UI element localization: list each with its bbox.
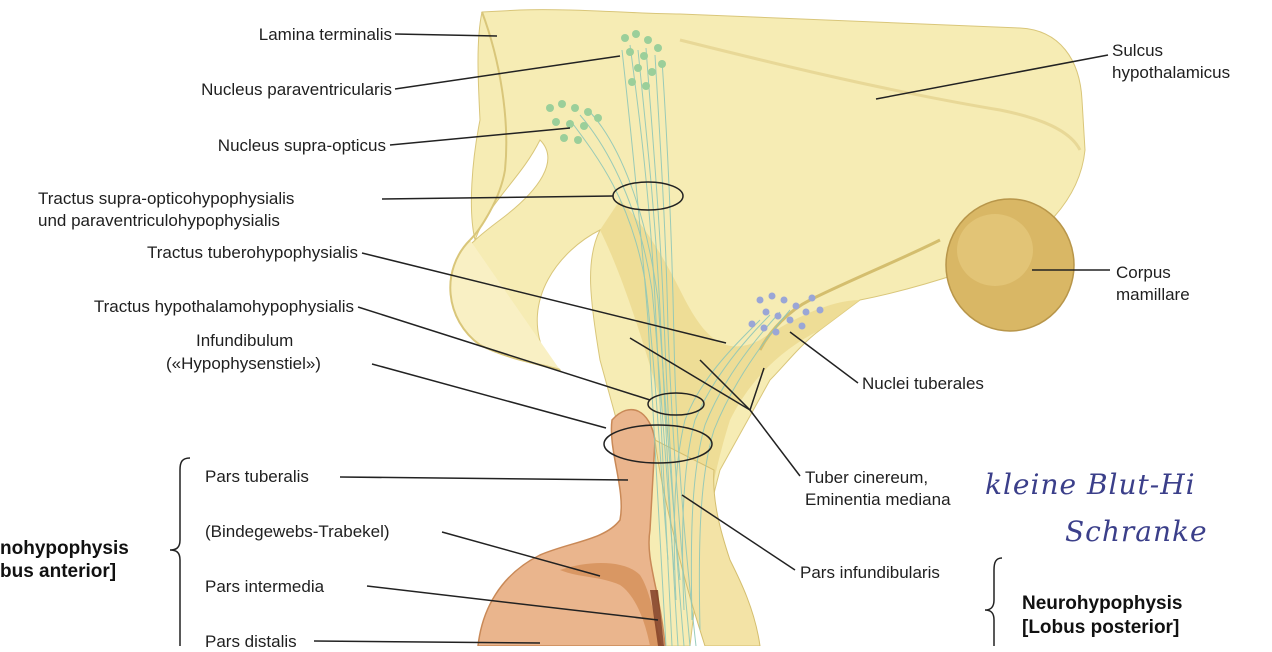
label-bindegewebs-trabekel: (Bindegewebs-Trabekel) (205, 521, 390, 542)
label-neurohypophysis: Neurohypophysis (1022, 592, 1182, 615)
handwritten-note-line1: kleine Blut-Hi (985, 468, 1196, 501)
label-hypothalamicus: hypothalamicus (1112, 62, 1230, 83)
label-corpus: Corpus (1116, 262, 1171, 283)
label-tractus-tuberohypophysialis: Tractus tuberohypophysialis (147, 242, 358, 263)
label-nuclei-tuberales: Nuclei tuberales (862, 373, 984, 394)
label-hypophysenstiel: («Hypophysenstiel») (166, 353, 321, 374)
label-nucleus-paraventricularis: Nucleus paraventricularis (201, 79, 392, 100)
label-eminentia-mediana: Eminentia mediana (805, 489, 951, 510)
adeno-brace (170, 458, 190, 646)
label-lobus-anterior: bus anterior] (0, 560, 116, 583)
label-nucleus-supra-opticus: Nucleus supra-opticus (218, 135, 386, 156)
handwritten-note-line2: Schranke (1065, 515, 1208, 548)
label-tuber-cinereum: Tuber cinereum, (805, 467, 928, 488)
label-paraventriculohypophysialis: und paraventriculohypophysialis (38, 210, 280, 231)
label-tractus-hypothalamohypophysialis: Tractus hypothalamohypophysialis (94, 296, 354, 317)
label-mamillare: mamillare (1116, 284, 1190, 305)
label-pars-tuberalis: Pars tuberalis (205, 466, 309, 487)
label-tractus-supra-opticohypophysialis: Tractus supra-opticohypophysialis (38, 188, 294, 209)
label-adenohypophysis: nohypophysis (0, 537, 129, 560)
label-pars-distalis: Pars distalis (205, 631, 297, 652)
label-pars-intermedia: Pars intermedia (205, 576, 324, 597)
label-pars-infundibularis: Pars infundibularis (800, 562, 940, 583)
label-infundibulum: Infundibulum (196, 330, 293, 351)
label-lamina-terminalis: Lamina terminalis (259, 24, 392, 45)
label-lobus-posterior: [Lobus posterior] (1022, 616, 1179, 639)
neuro-brace (985, 558, 1002, 646)
label-sulcus: Sulcus (1112, 40, 1163, 61)
